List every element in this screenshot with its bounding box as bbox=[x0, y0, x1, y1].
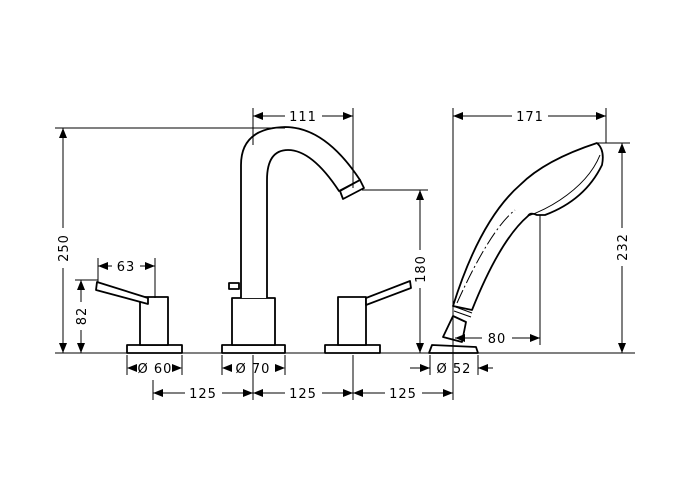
dim-spacing-1: 125 bbox=[189, 387, 217, 402]
dim-handle-base-diameter: Ø 60 bbox=[138, 362, 173, 377]
dimension-lines bbox=[59, 112, 626, 397]
dim-spacing-2: 125 bbox=[289, 387, 317, 402]
dim-spacing-3: 125 bbox=[389, 387, 417, 402]
dim-spout-outlet-height: 180 bbox=[414, 255, 429, 283]
left-handle-valve bbox=[95, 281, 183, 354]
dim-total-height: 250 bbox=[57, 234, 72, 262]
dim-shower-length: 171 bbox=[516, 110, 544, 125]
spout bbox=[221, 126, 365, 354]
dim-shower-base-diameter: Ø 52 bbox=[437, 362, 472, 377]
dim-shower-height: 232 bbox=[616, 233, 631, 261]
dim-spout-reach: 111 bbox=[289, 110, 317, 125]
hand-shower bbox=[428, 142, 604, 354]
dim-shower-offset: 80 bbox=[488, 332, 507, 347]
dim-handle-height: 82 bbox=[75, 307, 90, 326]
dim-handle-reach: 63 bbox=[117, 260, 136, 275]
right-handle-valve bbox=[324, 280, 412, 354]
extension-lines bbox=[55, 108, 630, 400]
dim-spout-base-diameter: Ø 70 bbox=[236, 362, 271, 377]
